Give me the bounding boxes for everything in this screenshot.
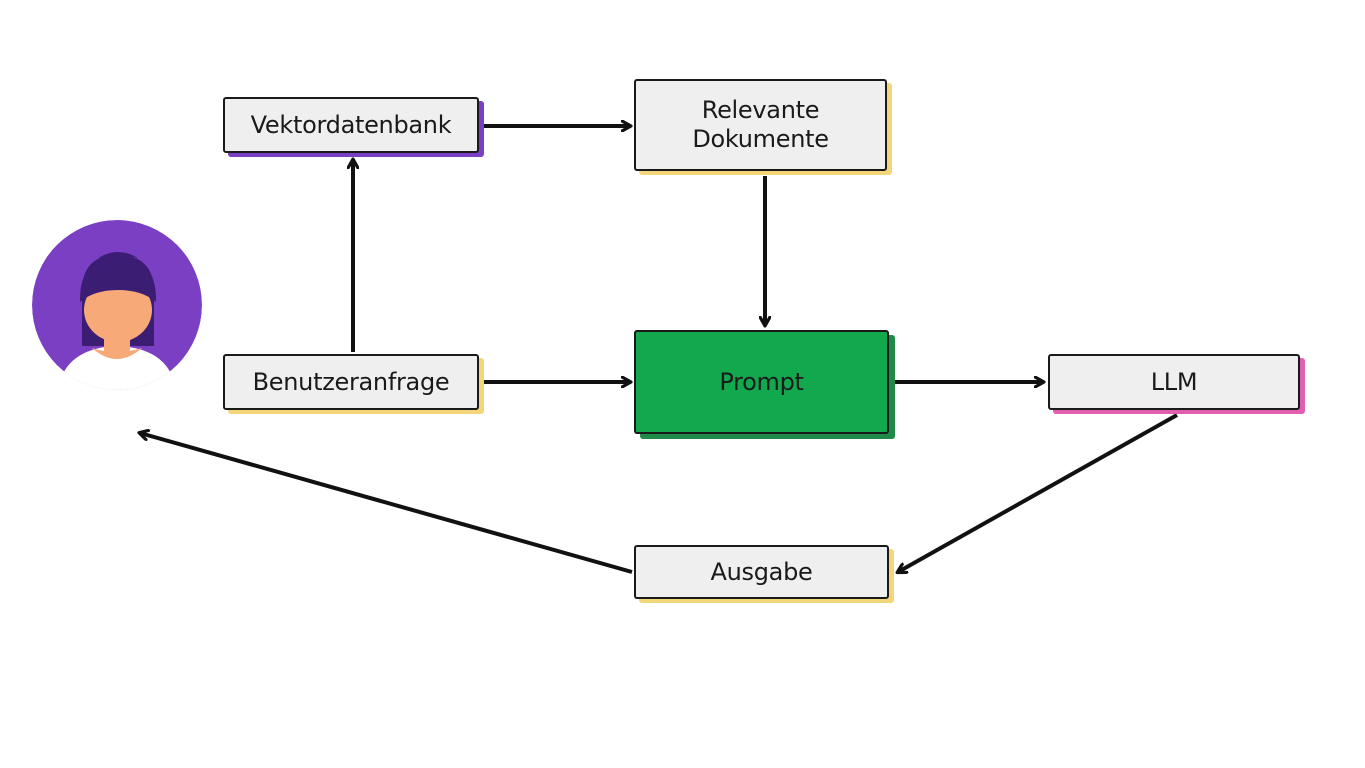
node-llm: LLM [1048,354,1300,410]
node-prompt: Prompt [634,330,889,434]
node-relevante-dokumente-label: Relevante Dokumente [692,96,829,153]
edge-llm-to-ausgabe [898,413,1178,572]
node-benutzeranfrage: Benutzeranfrage [223,354,479,410]
node-prompt-label: Prompt [719,367,804,396]
node-ausgabe: Ausgabe [634,545,889,599]
node-llm-label: LLM [1150,367,1198,396]
node-vektordatenbank: Vektordatenbank [223,97,479,153]
node-vektordatenbank-label: Vektordatenbank [250,110,452,139]
edge-ausgabe-to-user [140,433,633,574]
node-ausgabe-label: Ausgabe [710,557,813,586]
node-relevante-dokumente: Relevante Dokumente [634,79,887,171]
user-avatar-icon [32,220,202,390]
node-benutzeranfrage-label: Benutzeranfrage [252,367,450,396]
